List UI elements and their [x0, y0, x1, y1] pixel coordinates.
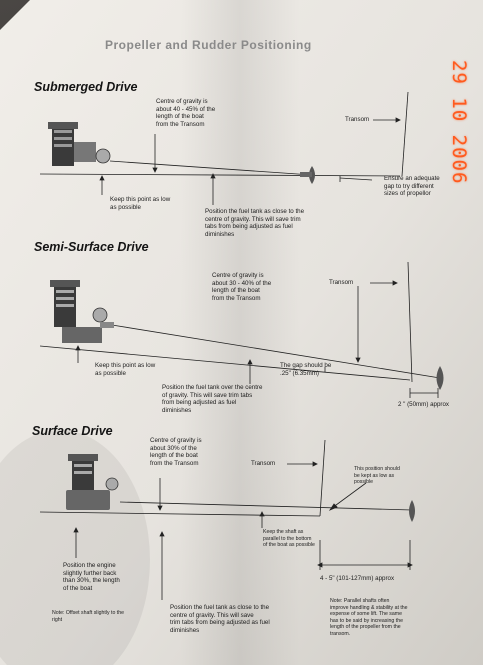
transom-label-submerged: Transom — [345, 116, 370, 123]
dim-text-semi: 2 " (50mm) approx — [398, 401, 450, 408]
engine-text-surface: Position the engine slightly further bac… — [63, 562, 120, 592]
prop-low-text-surface: This position should be kept as low as p… — [354, 466, 400, 486]
offset-note-surface: Note: Offset shaft slightly to the right — [52, 610, 124, 623]
keep-low-text-semi: Keep this point as low as possible — [95, 362, 156, 377]
dim-text-surface: 4 - 5" (101-127mm) approx — [320, 575, 395, 582]
shaft-line — [119, 501, 413, 511]
gap-text-semi: The gap should be .25" (6.35mm) — [280, 362, 332, 377]
hull-line — [39, 173, 401, 177]
shaft-parallel-text-surface: Keep the shaft as parallel to the bottom… — [263, 529, 315, 549]
transom-line — [401, 91, 409, 177]
motor-surface — [66, 454, 119, 510]
heading-semi-surface-drive: Semi-Surface Drive — [34, 240, 149, 254]
transom-label-semi: Transom — [329, 279, 354, 286]
gap-arrow — [339, 177, 373, 181]
cog-text-semi: Centre of gravity is about 30 - 40% of t… — [212, 272, 272, 302]
page-title: Propeller and Rudder Positioning — [105, 38, 312, 52]
fuel-text-surface: Position the fuel tank as close to the c… — [170, 604, 270, 634]
transom-line — [319, 439, 326, 517]
parallel-note-surface: Note: Parallel shafts often improve hand… — [330, 598, 408, 637]
fuel-text-semi: Position the fuel tank over the centre o… — [162, 384, 263, 414]
heading-submerged-drive: Submerged Drive — [34, 80, 138, 94]
shaft-line — [109, 160, 313, 176]
heading-surface-drive: Surface Drive — [32, 424, 113, 438]
prop-low-arrow — [331, 482, 367, 509]
transom-line — [407, 261, 413, 383]
fuel-text-submerged: Position the fuel tank as close to the c… — [205, 208, 305, 238]
hull-line — [39, 511, 321, 517]
cog-text-submerged: Centre of gravity is about 40 - 45% of t… — [156, 98, 216, 128]
propeller-semi — [436, 366, 444, 390]
gap-text-submerged: Ensure an adequate gap to try different … — [384, 175, 440, 198]
motor-submerged — [48, 122, 111, 166]
shaft-line — [111, 324, 441, 379]
keep-low-text-submerged: Keep this point as low as possible — [110, 196, 171, 211]
cog-text-surface: Centre of gravity is about 30% of the le… — [150, 437, 202, 467]
propeller-surface — [409, 500, 415, 522]
transom-label-surface: Transom — [251, 460, 276, 467]
motor-semi — [50, 280, 114, 343]
hull-line — [39, 345, 411, 381]
